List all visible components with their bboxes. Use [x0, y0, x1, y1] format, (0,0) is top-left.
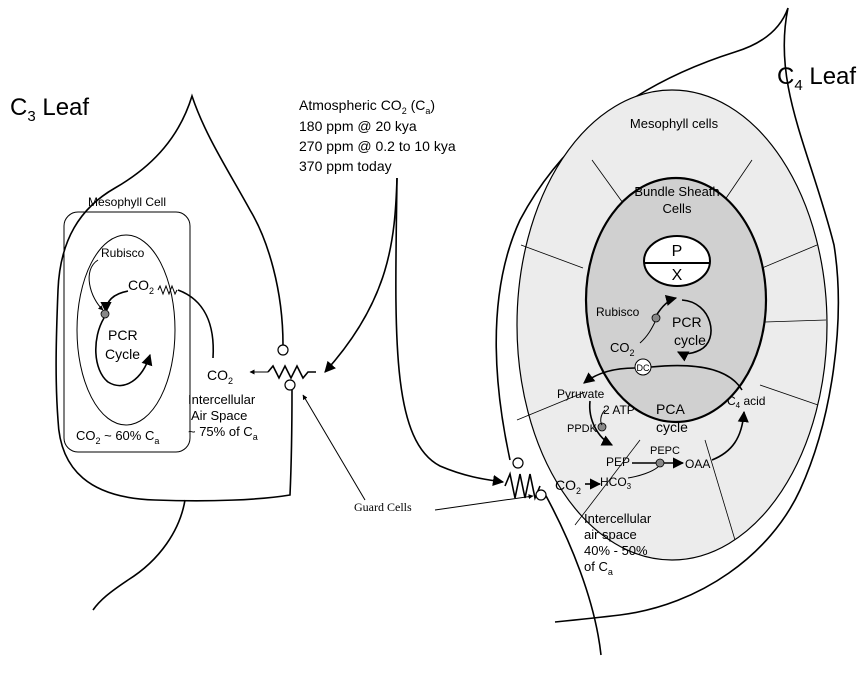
c3-mesophyll-cell	[63, 211, 191, 453]
c4-intercellular-label-2: air space	[584, 527, 637, 542]
c4-pyruvate-label: Pyruvate	[557, 387, 605, 401]
c4-intercellular-label-3: 40% - 50%	[584, 543, 648, 558]
guard-cells-arrow-c4	[434, 494, 534, 511]
c4-intercellular-label-1: Intercellular	[584, 511, 652, 526]
atmosphere-to-c4-arrow	[395, 177, 505, 487]
c4-atp-label: 2 ATP	[603, 403, 635, 417]
c4-pcr-label-1: PCR	[672, 314, 702, 330]
c3-intercellular-label-3: ~ 75% of Ca	[188, 424, 258, 442]
c4-ppdk-dot	[597, 422, 607, 432]
c4-bundle-sheath-label-1: Bundle Sheath	[634, 184, 719, 199]
atmosphere-line-1: Atmospheric CO2 (Ca)	[299, 97, 435, 116]
c3-intercellular-label-1: Intercellular	[188, 392, 256, 407]
c4-pep-label: PEP	[606, 455, 630, 469]
c4-pyruvate-to-pep-arrow	[588, 400, 614, 446]
c3-intercellular-label-2: Air Space	[191, 408, 247, 423]
c3-intercellular-co2: CO2	[207, 367, 233, 386]
atmosphere-line-4: 370 ppm today	[299, 158, 392, 174]
c4-oaa-to-acid-arrow	[711, 410, 749, 461]
atmosphere-to-c3-arrow	[324, 177, 398, 373]
guard-cells-arrow-c3	[302, 394, 366, 501]
c4-stoma-co2: CO2	[555, 477, 581, 496]
c4-leaf-stem	[544, 493, 602, 656]
c4-guard-cell-lower	[535, 489, 547, 501]
c3-pcr-label-2: Cycle	[105, 346, 140, 362]
c4-bundle-sheath-label-2: Cells	[663, 201, 692, 216]
c4-phloem-label: P	[672, 243, 683, 260]
c4-xylem-label: X	[672, 267, 683, 284]
c4-hco3-label: HCO3	[600, 475, 632, 491]
c3-rubisco-dot	[100, 309, 110, 319]
c3-leaf-outline	[55, 93, 293, 502]
c4-oaa-label: OAA	[685, 457, 710, 471]
c3-mesophyll-cell-label: Mesophyll Cell	[88, 195, 166, 209]
c4-rubisco-arrow	[655, 295, 678, 317]
c4-dc-to-pyruvate-arrow	[583, 367, 636, 384]
c4-acid-label: C4 acid	[727, 394, 765, 410]
c4-pcr-cycle-arrow	[676, 299, 712, 362]
c4-leaf-title: C4 Leaf	[777, 63, 856, 94]
c3-resistor-to-cell-curve	[177, 289, 215, 359]
c4-guard-cell-upper	[512, 457, 524, 469]
c4-leaf: C4 Leaf Mesophyll cells Bundle Sheath Ce…	[495, 7, 856, 656]
c4-pcr-label-2: cycle	[674, 332, 706, 348]
c3-rubisco-label: Rubisco	[101, 246, 145, 260]
guard-cells-label: Guard Cells	[354, 500, 412, 514]
c3-leaf: C3 Leaf Mesophyll Cell Rubisco CO2 PCR C…	[10, 93, 316, 611]
c4-pca-label-2: cycle	[656, 419, 688, 435]
c4-co2-to-rubisco	[639, 321, 656, 344]
c4-decarboxylase-label: DC	[637, 363, 650, 373]
c4-intercellular-label-4: of Ca	[584, 559, 613, 577]
atmosphere-line-3: 270 ppm @ 0.2 to 10 kya	[299, 138, 456, 154]
c4-bundle-co2: CO2	[610, 340, 635, 358]
c3-pcr-cycle-arrow	[94, 317, 153, 387]
c4-ppdk-label: PPDK	[567, 423, 598, 435]
c3-guard-cell-upper	[277, 344, 289, 356]
c3-chloroplast-resistor	[157, 284, 178, 296]
c4-stoma-resistor	[504, 471, 541, 501]
c3-pcr-label-1: PCR	[108, 327, 138, 343]
c4-pca-label-1: PCA	[656, 401, 685, 417]
c3-guard-cell-lower	[284, 379, 296, 391]
c4-hco3-to-pepc	[627, 466, 659, 479]
c4-acid-to-dc-curve	[650, 364, 743, 391]
c4-leaf-outline	[495, 7, 840, 623]
c4-rubisco-label: Rubisco	[596, 305, 640, 319]
c3-cell-co2-label: CO2 ~ 60% Ca	[76, 428, 159, 446]
guard-cells-annotation: Guard Cells	[302, 394, 534, 514]
c3-co2-to-rubisco-arrow	[100, 290, 129, 314]
c4-atp-curve	[600, 409, 606, 426]
c3-leaf-title: C3 Leaf	[10, 94, 89, 125]
atmosphere-line-2: 180 ppm @ 20 kya	[299, 118, 417, 134]
c4-mesophyll-cells-label: Mesophyll cells	[630, 116, 719, 131]
c4-vascular-bundle	[643, 235, 711, 287]
c4-pepc-dot	[655, 458, 665, 468]
c4-rubisco-dot	[651, 313, 661, 323]
atmosphere-block: Atmospheric CO2 (Ca) 180 ppm @ 20 kya 27…	[299, 97, 505, 487]
c3-rubisco-arrow	[88, 259, 104, 311]
c3-chloroplast-co2: CO2	[128, 277, 154, 296]
c3-chloroplast	[76, 234, 176, 426]
c4-pepc-label: PEPC	[650, 445, 680, 457]
c3-leaf-stem	[92, 499, 186, 611]
c3-stoma-resistor	[267, 364, 316, 380]
